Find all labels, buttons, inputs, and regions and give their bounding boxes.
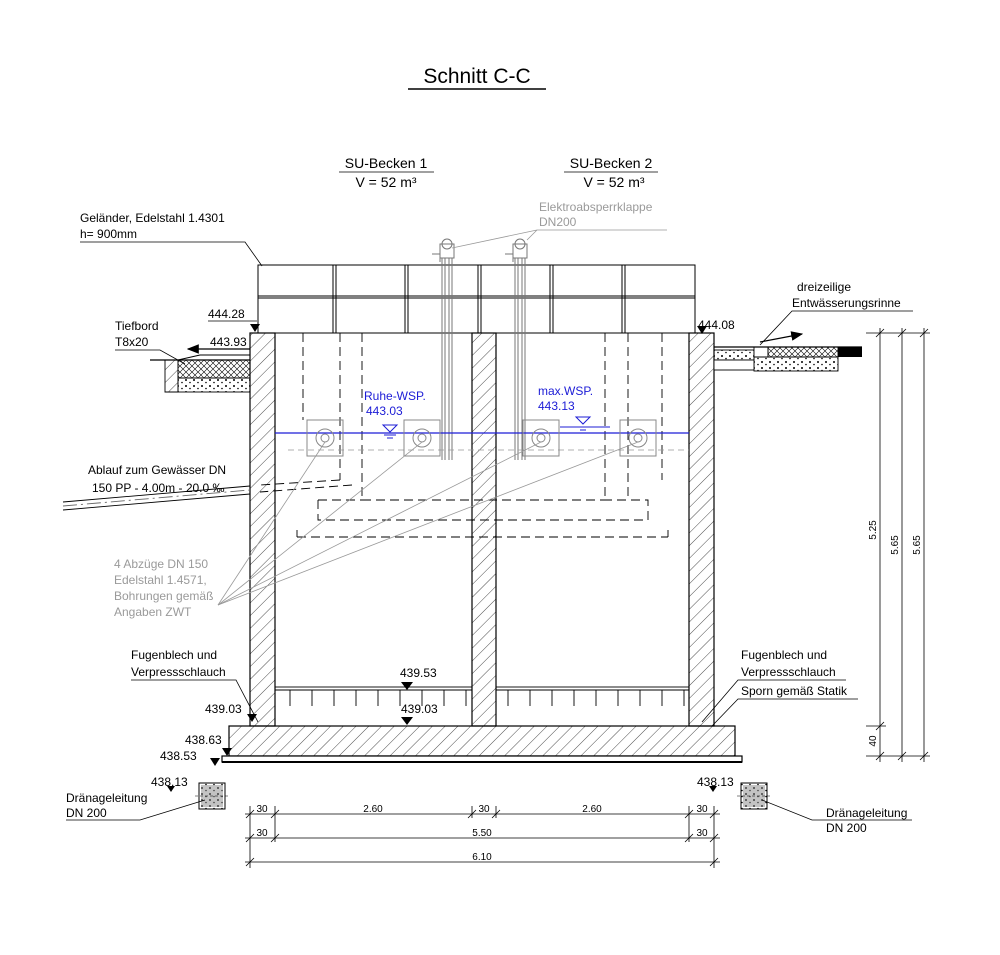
spur-label: Sporn gemäß Statik: [741, 684, 848, 698]
basin-structure: [221, 332, 743, 763]
drains-label-3: Bohrungen gemäß: [114, 589, 213, 603]
drain-pipe-right-label-2: DN 200: [826, 821, 867, 835]
dim-row1-3: 2.60: [582, 804, 602, 815]
joint-left-label-1: Fugenblech und: [131, 648, 217, 662]
valve-actuator-1: [432, 238, 455, 460]
rest-water-level-symbol: [381, 424, 399, 439]
dim-row3: 6.10: [472, 852, 492, 863]
max-water-level-symbol: [560, 416, 610, 431]
drain-pipe-right: [737, 782, 771, 810]
joint-left-leader: [131, 679, 259, 723]
joint-right-label-2: Verpressschlauch: [741, 665, 836, 679]
basin-2-volume: V = 52 m³: [583, 174, 644, 190]
level-curb: 443.93: [210, 335, 247, 349]
level-floor-left: 439.03: [205, 702, 242, 716]
drain-pipe-left-leader: [66, 799, 206, 821]
drain-pipe-right-leader: [761, 799, 912, 821]
curb-leader: [115, 349, 186, 365]
outlet-label-2: 150 PP - 4.00m - 20.0 ‰: [92, 481, 225, 495]
valve-label-1: Elektroabsperrklappe: [539, 200, 653, 214]
valve-leader: [451, 229, 667, 249]
gutter-label-2: Entwässerungsrinne: [792, 296, 901, 310]
dim-row2-1: 5.50: [472, 828, 492, 839]
joint-right-label-1: Fugenblech und: [741, 648, 827, 662]
max-water-level-label: max.WSP.: [538, 384, 593, 398]
max-water-level-value: 443.13: [538, 399, 575, 413]
spur-leader: [711, 698, 858, 727]
right-dimensions: [866, 328, 930, 762]
outlet-drains: [306, 419, 657, 457]
base-slab: [228, 725, 736, 757]
basin-2-heading: SU-Becken 2 V = 52 m³: [564, 155, 658, 190]
drains-leaders: [217, 441, 639, 606]
dim-vertical-0: 5.25: [868, 520, 879, 540]
right-wall: [688, 332, 715, 727]
curb-label-2: T8x20: [115, 335, 149, 349]
drains-label-1: 4 Abzüge DN 150: [114, 557, 208, 571]
drain-pipe-left-label-1: Dränageleitung: [66, 791, 147, 805]
bottom-dimensions: [245, 806, 720, 868]
dim-vertical-3: 40: [868, 735, 879, 747]
dim-row1-1: 2.60: [363, 804, 383, 815]
left-wall: [249, 332, 276, 727]
basin-1-name: SU-Becken 1: [345, 155, 428, 171]
curb-label-1: Tiefbord: [115, 319, 159, 333]
joint-right-leader: [701, 679, 846, 723]
level-fill-top: 439.53: [400, 666, 437, 680]
slope-arrow-right: [759, 331, 804, 343]
gutter-label-1: dreizeilige: [797, 280, 851, 294]
outlet-label-1: Ablauf zum Gewässer DN: [88, 463, 226, 477]
rest-water-level-label: Ruhe-WSP.: [364, 389, 426, 403]
left-ground: [150, 354, 251, 393]
dim-row2-2: 30: [696, 828, 708, 839]
level-drain-left: 438.13: [151, 775, 188, 789]
drain-pipe-right-label-1: Dränageleitung: [826, 806, 907, 820]
dim-row1-2: 30: [478, 804, 490, 815]
dim-row1-0: 30: [256, 804, 268, 815]
drawing-title: Schnitt C-C: [423, 65, 530, 88]
rest-water-level-value: 443.03: [366, 404, 403, 418]
joint-left-label-2: Verpressschlauch: [131, 665, 226, 679]
drain-pipe-left-label-2: DN 200: [66, 806, 107, 820]
dim-vertical-2: 5.65: [912, 535, 923, 555]
valve-actuator-2: [505, 238, 528, 460]
outlet-pipe: [62, 485, 251, 511]
drain-pipe-left: [195, 782, 229, 810]
bottom-fill: [274, 686, 690, 727]
railing-label-2: h= 900mm: [80, 227, 137, 241]
valve-label-2: DN200: [539, 215, 577, 229]
dim-vertical-1: 5.65: [890, 535, 901, 555]
level-floor-center: 439.03: [401, 702, 438, 716]
basin-1-heading: SU-Becken 1 V = 52 m³: [339, 155, 434, 190]
dim-row2-0: 30: [256, 828, 268, 839]
basin-2-name: SU-Becken 2: [570, 155, 653, 171]
level-top-left: 444.28: [208, 307, 245, 321]
level-slab-top: 438.63: [185, 733, 222, 747]
railing-label-1: Geländer, Edelstahl 1.4301: [80, 211, 225, 225]
railing: [257, 264, 696, 334]
level-top-right: 444.08: [698, 318, 735, 332]
basin-1-volume: V = 52 m³: [355, 174, 416, 190]
drains-label-4: Angaben ZWT: [114, 605, 192, 619]
gutter-leader: [759, 310, 913, 346]
center-wall: [471, 332, 497, 727]
right-ground: [713, 346, 862, 372]
dim-row1-4: 30: [696, 804, 708, 815]
internal-collector-dashed: [259, 333, 669, 538]
level-drain-right: 438.13: [697, 775, 734, 789]
level-slab-bottom: 438.53: [160, 749, 197, 763]
railing-leader: [80, 241, 263, 267]
drains-label-2: Edelstahl 1.4571,: [114, 573, 207, 587]
